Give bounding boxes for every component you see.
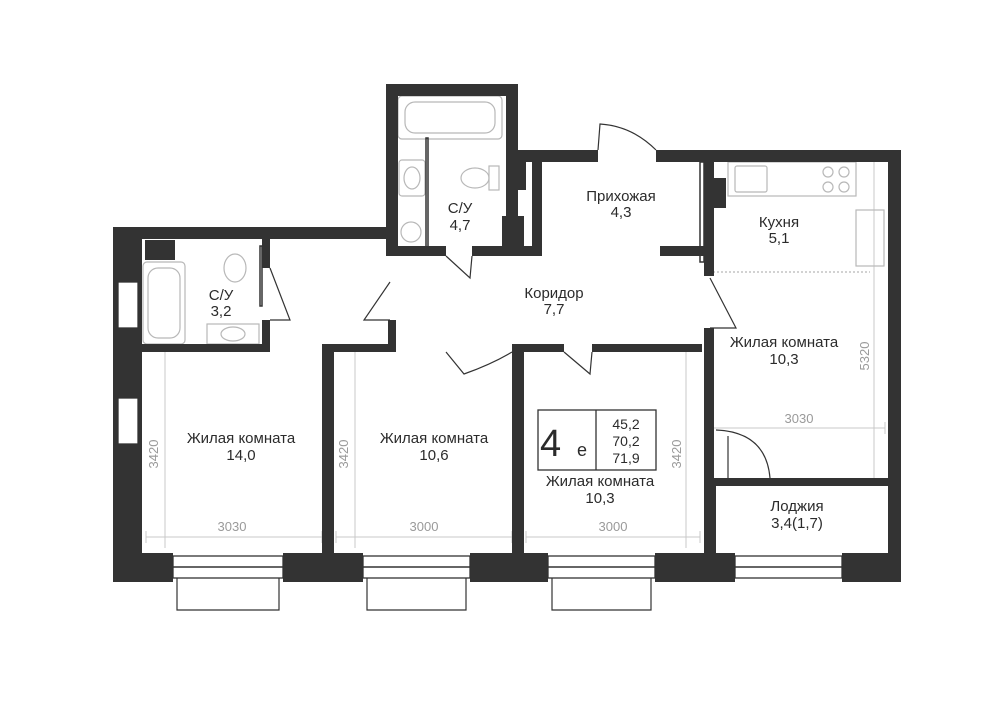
- room-area-wc-left: 3,2: [211, 303, 232, 320]
- partitions: [259, 137, 705, 307]
- dim-right-width: 3030: [785, 411, 814, 426]
- room-name-wc-left: С/У: [209, 287, 234, 304]
- room-area-corridor: 7,7: [544, 301, 565, 318]
- room-area-kitchen: 5,1: [769, 230, 790, 247]
- doors: [269, 123, 771, 479]
- room-area-living-right: 10,3: [769, 351, 798, 368]
- dim-right-height: 5320: [857, 342, 872, 371]
- dim-living3-height: 3420: [669, 440, 684, 469]
- room-name-kitchen: Кухня: [759, 214, 799, 231]
- room-name-hall: Прихожая: [586, 188, 656, 205]
- badge-type-number: 4: [540, 423, 561, 465]
- apartment-badge: 4 е 45,2 70,2 71,9: [537, 409, 657, 471]
- dim-living1-height: 3420: [146, 440, 161, 469]
- room-area-loggia: 3,4(1,7): [771, 515, 823, 532]
- dim-living2-height: 3420: [336, 440, 351, 469]
- room-name-living-1: Жилая комната: [187, 430, 296, 447]
- room-area-hall: 4,3: [611, 204, 632, 221]
- dimension-labels: 3030 3420 3000 3420 3000 3420 3030 5320: [146, 342, 872, 534]
- room-area-living-1: 14,0: [226, 447, 255, 464]
- dim-living3-width: 3000: [599, 519, 628, 534]
- room-name-living-right: Жилая комната: [730, 334, 839, 351]
- room-area-wc-top: 4,7: [450, 217, 471, 234]
- room-name-loggia: Лоджия: [770, 498, 823, 515]
- room-name-wc-top: С/У: [448, 200, 473, 217]
- badge-area-total-loggia: 71,9: [612, 450, 639, 466]
- badge-area-total: 70,2: [612, 433, 639, 449]
- room-name-living-2: Жилая комната: [380, 430, 489, 447]
- room-labels: С/У 3,2 С/У 4,7 Прихожая 4,3 Кухня 5,1 К…: [187, 188, 839, 532]
- room-name-living-3: Жилая комната: [546, 473, 655, 490]
- badge-type-letter: е: [577, 440, 587, 460]
- windows: [117, 281, 843, 611]
- badge-area-living: 45,2: [612, 416, 639, 432]
- dim-living2-width: 3000: [410, 519, 439, 534]
- room-area-living-2: 10,6: [419, 447, 448, 464]
- room-area-living-3: 10,3: [585, 490, 614, 507]
- room-name-corridor: Коридор: [524, 285, 583, 302]
- dim-living1-width: 3030: [218, 519, 247, 534]
